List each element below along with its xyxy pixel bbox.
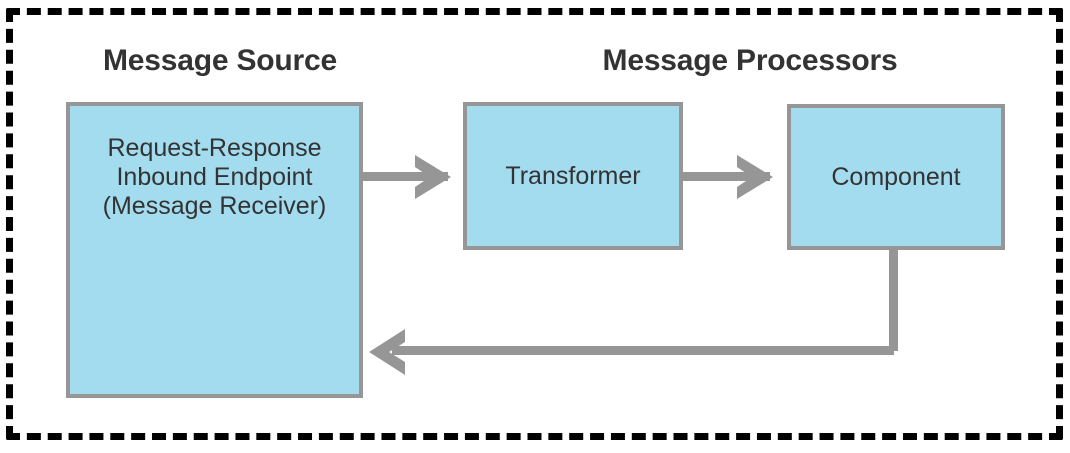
connector-component-response-vertical <box>889 250 898 351</box>
node-component-label: Component <box>831 162 961 191</box>
node-component[interactable]: Component <box>787 104 1005 250</box>
arrow-left-icon <box>367 329 407 375</box>
arrow-right-icon <box>413 155 451 199</box>
connector-receiver-to-transformer-shaft <box>363 172 448 181</box>
node-message-receiver-label: Request-Response Inbound Endpoint (Messa… <box>102 134 327 220</box>
flow-boundary <box>6 8 1063 440</box>
group-title-message-source: Message Source <box>103 44 337 77</box>
arrow-right-icon <box>735 155 773 199</box>
group-title-message-processors: Message Processors <box>602 44 898 77</box>
node-transformer-label: Transformer <box>505 161 641 190</box>
connector-transformer-to-component-shaft <box>683 172 770 181</box>
node-message-receiver[interactable]: Request-Response Inbound Endpoint (Messa… <box>66 102 363 398</box>
connector-component-response-horizontal <box>392 346 894 355</box>
node-transformer[interactable]: Transformer <box>463 102 683 250</box>
